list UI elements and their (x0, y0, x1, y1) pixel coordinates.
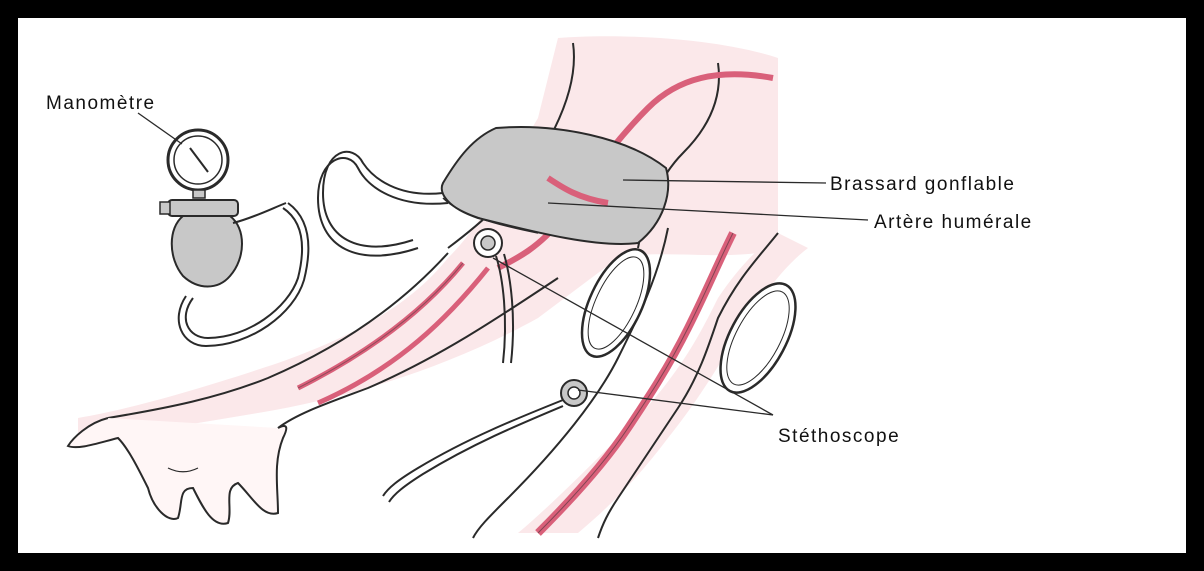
label-stethoscope: Stéthoscope (778, 427, 900, 446)
label-manometre: Manomètre (46, 94, 156, 113)
arm (68, 36, 778, 524)
manometre-leader (138, 113, 182, 144)
label-brassard-gonflable: Brassard gonflable (830, 175, 1015, 194)
manometer (160, 130, 286, 287)
diagram-frame: Manomètre Brassard gonflable Artère humé… (18, 18, 1186, 553)
blood-pressure-illustration (18, 18, 1186, 553)
label-artere-humerale: Artère humérale (874, 213, 1033, 232)
